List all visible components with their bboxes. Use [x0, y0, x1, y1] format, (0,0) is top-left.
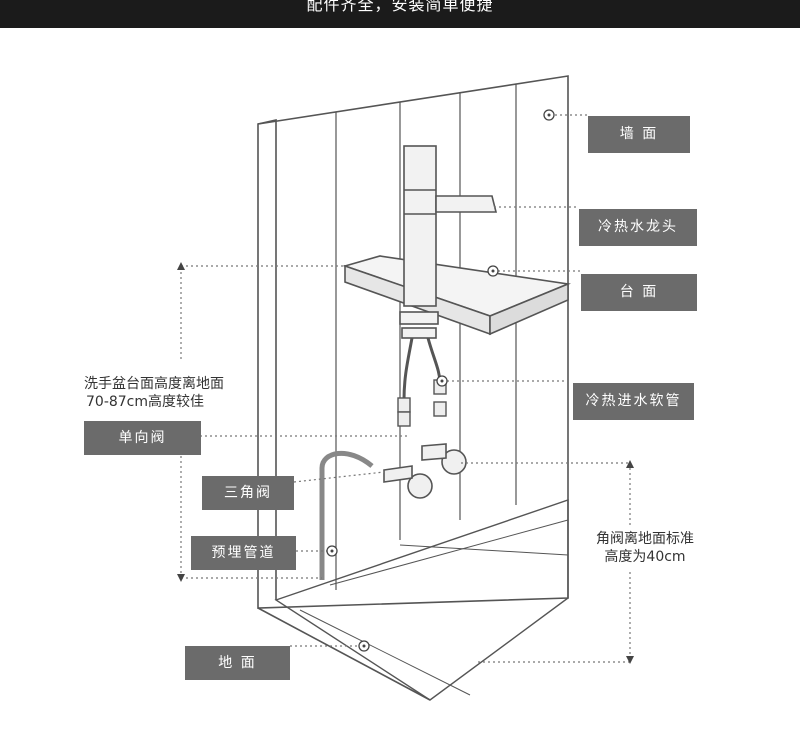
- angle-valves: [383, 443, 467, 499]
- basin-height-note: 洗手盆台面高度离地面 70-87cm高度较佳: [84, 375, 224, 411]
- banner-text: 配件齐全，安装简单便捷: [306, 0, 494, 14]
- valve-height-note: 角阀离地面标准 高度为40cm: [596, 530, 694, 566]
- top-banner: 配件齐全，安装简单便捷: [0, 0, 800, 28]
- embedded-pipe: [319, 450, 374, 580]
- target-marker-dots: [330, 113, 551, 648]
- target-markers: [326, 109, 555, 652]
- label-countertop: 台 面: [581, 274, 697, 311]
- valve-height-line1: 角阀离地面标准: [596, 531, 694, 547]
- label-floor: 地 面: [185, 646, 290, 680]
- label-one-way-valve: 单向阀: [84, 421, 201, 455]
- basin-height-line2: 70-87cm高度较佳: [86, 394, 205, 410]
- label-embedded-pipe: 预埋管道: [191, 536, 296, 570]
- countertop-shelf: [342, 255, 571, 336]
- label-wall: 墙 面: [588, 116, 690, 153]
- label-faucet: 冷热水龙头: [579, 209, 697, 246]
- arrow-marks: [177, 262, 634, 664]
- faucet: [399, 145, 498, 339]
- leader-lines: [180, 114, 631, 663]
- label-hose: 冷热进水软管: [573, 383, 694, 420]
- valve-height-line2: 高度为40cm: [604, 549, 686, 565]
- basin-height-line1: 洗手盆台面高度离地面: [84, 376, 224, 392]
- label-angle-valve: 三角阀: [202, 476, 294, 510]
